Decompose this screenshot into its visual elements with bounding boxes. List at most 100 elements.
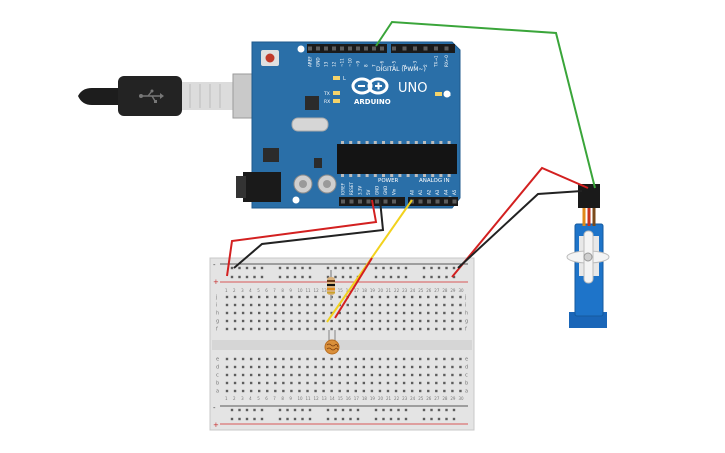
breadboard-hole[interactable]	[427, 327, 430, 331]
digital-pin-10[interactable]	[392, 46, 396, 51]
digital-pin-11[interactable]	[402, 46, 407, 51]
breadboard-hole[interactable]	[459, 303, 462, 307]
breadboard-hole[interactable]	[346, 327, 349, 331]
breadboard-hole[interactable]	[298, 389, 301, 393]
breadboard-hole[interactable]	[266, 357, 269, 361]
breadboard-hole[interactable]	[274, 373, 277, 377]
breadboard-hole[interactable]	[443, 311, 446, 315]
breadboard-hole[interactable]	[322, 327, 325, 331]
rail-hole[interactable]	[308, 408, 312, 412]
digital-pin-0[interactable]	[308, 46, 312, 51]
breadboard-hole[interactable]	[402, 303, 406, 307]
breadboard-hole[interactable]	[258, 389, 261, 393]
breadboard-hole[interactable]	[241, 311, 245, 315]
rail-hole[interactable]	[230, 266, 234, 270]
breadboard-hole[interactable]	[233, 357, 237, 361]
breadboard-hole[interactable]	[386, 327, 390, 331]
breadboard-hole[interactable]	[378, 365, 382, 369]
breadboard-hole[interactable]	[266, 389, 269, 393]
breadboard-hole[interactable]	[443, 295, 446, 299]
breadboard-hole[interactable]	[443, 303, 446, 307]
breadboard-hole[interactable]	[258, 295, 261, 299]
rail-hole[interactable]	[238, 417, 241, 421]
power-pin-2[interactable]	[358, 199, 362, 204]
breadboard-hole[interactable]	[298, 319, 301, 323]
breadboard-hole[interactable]	[298, 303, 301, 307]
rail-hole[interactable]	[334, 417, 337, 421]
breadboard-hole[interactable]	[282, 381, 285, 385]
breadboard-hole[interactable]	[314, 357, 317, 361]
resistor[interactable]	[327, 270, 335, 300]
rail-hole[interactable]	[422, 275, 426, 279]
rail-hole[interactable]	[253, 417, 256, 421]
digital-pin-7[interactable]	[364, 46, 368, 51]
breadboard-hole[interactable]	[290, 389, 293, 393]
rail-hole[interactable]	[437, 266, 441, 270]
breadboard-hole[interactable]	[330, 303, 333, 307]
breadboard-hole[interactable]	[362, 327, 366, 331]
breadboard-hole[interactable]	[346, 319, 349, 323]
breadboard-hole[interactable]	[370, 381, 374, 385]
breadboard-hole[interactable]	[314, 327, 317, 331]
breadboard-hole[interactable]	[306, 365, 309, 369]
breadboard-hole[interactable]	[274, 389, 277, 393]
rail-hole[interactable]	[301, 266, 304, 270]
rail-hole[interactable]	[397, 275, 400, 279]
digital-pin-12[interactable]	[413, 46, 417, 51]
breadboard-hole[interactable]	[394, 295, 398, 299]
breadboard-hole[interactable]	[402, 319, 406, 323]
breadboard-hole[interactable]	[298, 327, 301, 331]
rail-hole[interactable]	[341, 408, 345, 412]
breadboard-hole[interactable]	[419, 303, 422, 307]
breadboard-hole[interactable]	[378, 381, 382, 385]
rail-hole[interactable]	[293, 266, 297, 270]
breadboard-hole[interactable]	[233, 311, 237, 315]
digital-pin-2[interactable]	[324, 46, 328, 51]
breadboard-hole[interactable]	[402, 389, 406, 393]
breadboard-hole[interactable]	[410, 373, 414, 377]
breadboard-hole[interactable]	[435, 381, 438, 385]
breadboard-hole[interactable]	[354, 327, 357, 331]
breadboard-hole[interactable]	[298, 357, 301, 361]
rail-hole[interactable]	[334, 275, 337, 279]
breadboard-hole[interactable]	[258, 327, 261, 331]
breadboard-hole[interactable]	[233, 365, 237, 369]
breadboard-hole[interactable]	[290, 381, 293, 385]
breadboard-hole[interactable]	[282, 365, 285, 369]
breadboard-hole[interactable]	[346, 365, 349, 369]
digital-pin-9[interactable]	[380, 46, 384, 51]
breadboard-hole[interactable]	[451, 303, 454, 307]
breadboard-hole[interactable]	[322, 381, 325, 385]
breadboard-hole[interactable]	[354, 373, 357, 377]
breadboard-hole[interactable]	[258, 311, 261, 315]
breadboard-hole[interactable]	[370, 319, 374, 323]
rail-hole[interactable]	[437, 275, 441, 279]
rail-hole[interactable]	[374, 408, 378, 412]
red-5v-wire[interactable]	[226, 199, 378, 277]
breadboard-hole[interactable]	[306, 295, 309, 299]
breadboard-hole[interactable]	[314, 389, 317, 393]
breadboard-hole[interactable]	[306, 389, 309, 393]
digital-pin-8[interactable]	[372, 46, 376, 51]
breadboard-hole[interactable]	[402, 295, 406, 299]
breadboard-hole[interactable]	[451, 319, 454, 323]
rail-hole[interactable]	[452, 275, 456, 279]
breadboard-hole[interactable]	[443, 327, 446, 331]
breadboard-hole[interactable]	[410, 381, 414, 385]
breadboard-hole[interactable]	[362, 303, 366, 307]
rail-hole[interactable]	[437, 408, 441, 412]
breadboard-hole[interactable]	[233, 381, 237, 385]
breadboard-hole[interactable]	[410, 311, 414, 315]
rail-hole[interactable]	[278, 408, 282, 412]
rail-hole[interactable]	[230, 408, 234, 412]
rail-hole[interactable]	[389, 275, 393, 279]
digital-pin-4[interactable]	[340, 46, 344, 51]
rail-hole[interactable]	[301, 275, 304, 279]
breadboard-hole[interactable]	[386, 373, 390, 377]
breadboard-hole[interactable]	[346, 381, 349, 385]
breadboard-hole[interactable]	[249, 365, 253, 369]
breadboard-hole[interactable]	[282, 311, 285, 315]
breadboard-hole[interactable]	[443, 319, 446, 323]
breadboard-hole[interactable]	[338, 381, 341, 385]
rail-hole[interactable]	[349, 417, 352, 421]
